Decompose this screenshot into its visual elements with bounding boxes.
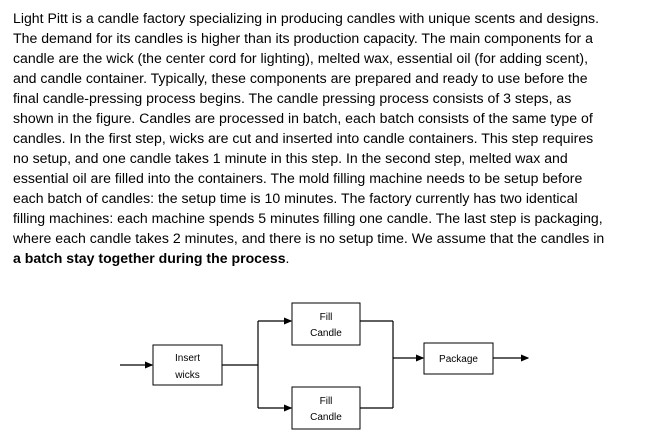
process-flow-diagram: Insert wicks Fill Candle Fill Candle Pac… [120, 302, 530, 430]
paragraph-line: candles. In the first step, wicks are cu… [13, 130, 594, 146]
insert-wicks-box: Insert wicks [152, 344, 223, 386]
paragraph-last-line: a batch stay together during the process… [13, 248, 658, 268]
paragraph-line: where each candle takes 2 minutes, and t… [13, 230, 605, 246]
fill-candle-bottom-label-1: Fill [320, 396, 333, 407]
paragraph-line: Light Pitt is a candle factory specializ… [13, 10, 600, 26]
paragraph-line: filling machines: each machine spends 5 … [13, 210, 603, 226]
paragraph-line: no setup, and one candle takes 1 minute … [13, 150, 568, 166]
insert-wicks-label-2: wicks [174, 370, 199, 381]
paragraph-line: essential oil are filled into the contai… [13, 170, 583, 186]
fill-candle-top-box: Fill Candle [291, 302, 361, 346]
package-box: Package [423, 342, 494, 375]
paragraph-line: each batch of candles: the setup time is… [13, 190, 578, 206]
insert-wicks-label-1: Insert [175, 353, 200, 364]
paragraph-line: and candle container. Typically, these c… [13, 70, 588, 86]
fill-candle-top-label-1: Fill [320, 312, 333, 323]
period: . [285, 250, 290, 266]
fill-candle-bottom-label-2: Candle [310, 412, 342, 423]
paragraph-line: candle are the wick (the center cord for… [13, 50, 588, 66]
package-label: Package [439, 354, 478, 365]
problem-paragraph: Light Pitt is a candle factory specializ… [13, 8, 658, 268]
paragraph-line: shown in the figure. Candles are process… [13, 110, 593, 126]
paragraph-line: The demand for its candles is higher tha… [13, 30, 593, 46]
fill-candle-bottom-box: Fill Candle [291, 386, 361, 430]
fill-candle-top-label-2: Candle [310, 328, 342, 339]
bold-phrase: a batch stay together during the process [13, 250, 286, 266]
paragraph-line: final candle-pressing process begins. Th… [13, 90, 572, 106]
